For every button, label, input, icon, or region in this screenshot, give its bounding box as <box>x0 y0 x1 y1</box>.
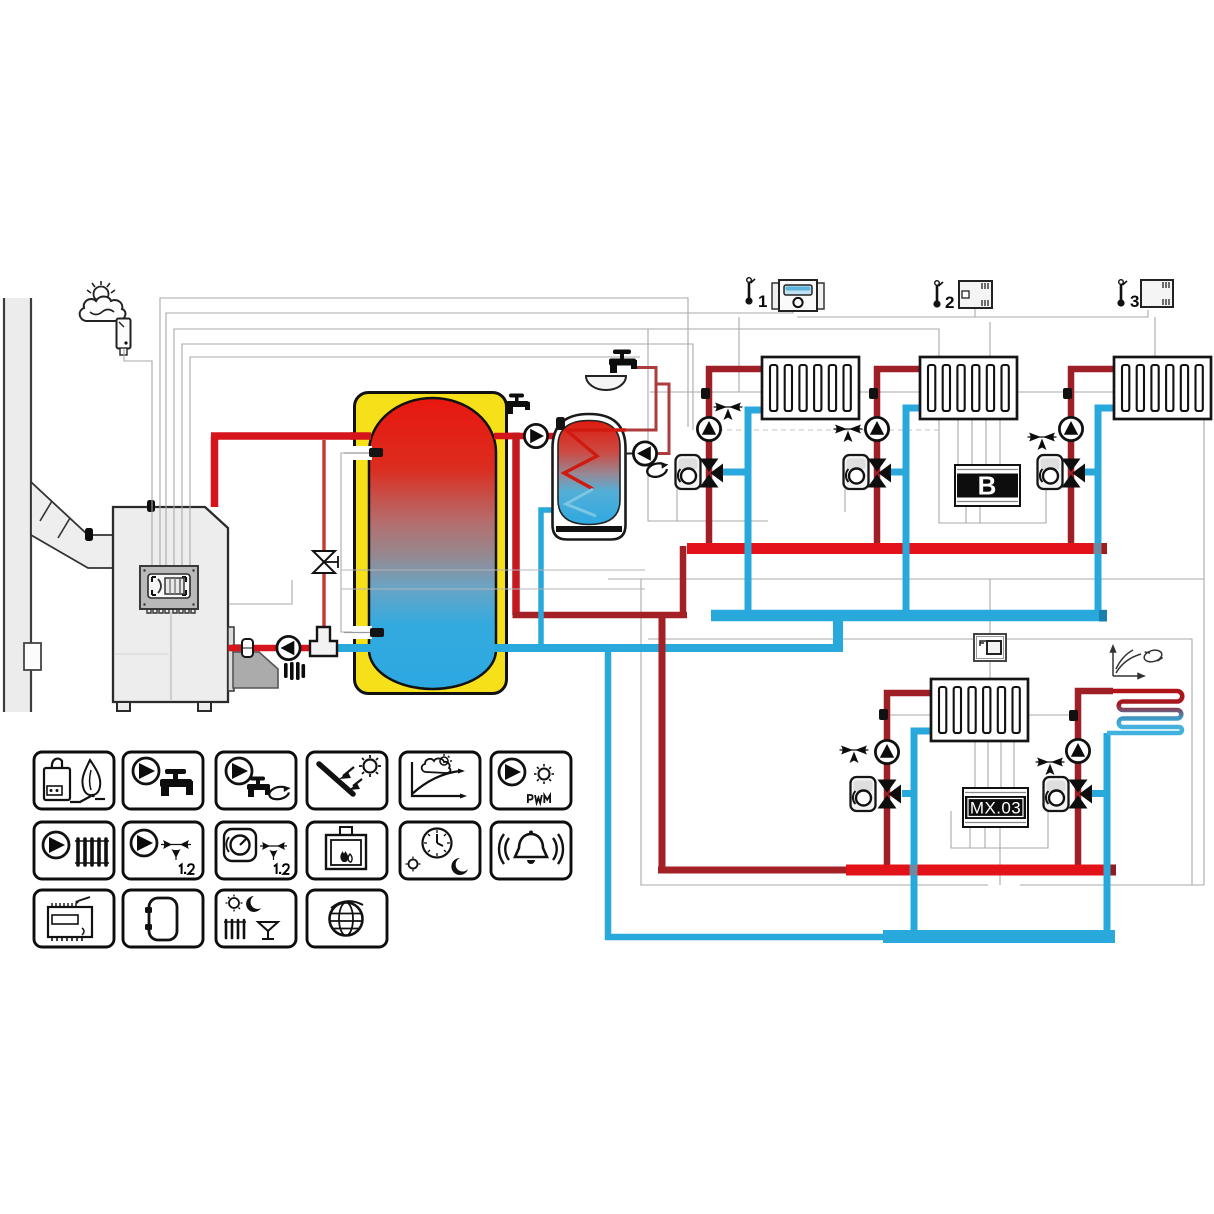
svg-text:3: 3 <box>1130 292 1139 311</box>
svg-text:2: 2 <box>945 293 954 312</box>
svg-text:1: 1 <box>758 292 767 311</box>
svg-text:MX.03: MX.03 <box>970 799 1021 818</box>
svg-text:B: B <box>978 471 997 501</box>
